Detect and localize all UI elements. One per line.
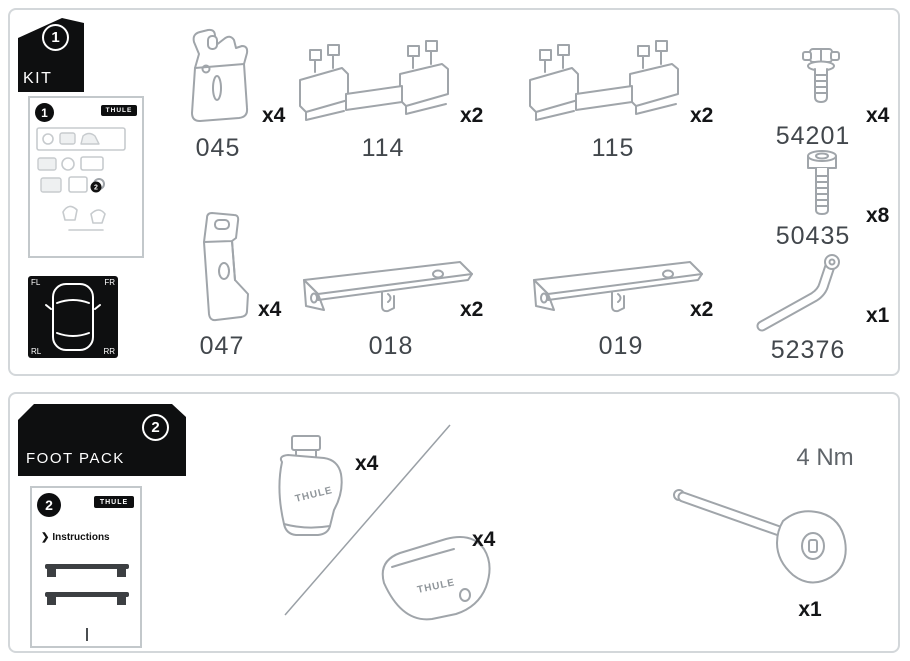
footpack-title: FOOT PACK: [26, 450, 125, 467]
footpack-manual-card: 2 THULE ❯ Instructions: [30, 486, 142, 648]
footpack-step-badge: 2: [142, 414, 169, 441]
part-045-number: 045: [195, 134, 241, 162]
manual-art-icon: [36, 127, 126, 231]
part-50435-qty: x8: [866, 204, 890, 227]
part-018-icon: [303, 261, 473, 313]
part-114-number: 114: [361, 134, 405, 162]
car-label-rl: RL: [31, 347, 42, 356]
part-047-qty: x4: [258, 298, 282, 321]
torque-key-qty: x1: [798, 598, 822, 621]
part-52376-number: 52376: [770, 336, 846, 364]
thule-logo: THULE: [101, 105, 137, 116]
part-50435-number: 50435: [775, 222, 851, 250]
car-label-fr: FR: [104, 278, 115, 287]
torque-value: 4 Nm: [796, 444, 854, 471]
torque-key-icon: [673, 489, 847, 584]
part-019-number: 019: [598, 332, 644, 360]
diagonal-divider: [284, 424, 451, 616]
part-047-icon: [203, 212, 249, 322]
chevron-right-icon: ❯: [41, 532, 50, 543]
instructions-label: Instructions: [52, 532, 110, 543]
car-label-rr: RR: [103, 347, 115, 356]
car-position-diagram: FL FR RL RR: [28, 276, 118, 358]
part-019-icon: [533, 261, 703, 313]
kit-section: 1 KIT 1 THULE: [8, 8, 900, 376]
foot-cover-icon: THULE: [381, 536, 491, 621]
part-045-qty: x4: [262, 104, 286, 127]
part-115-icon: [529, 40, 679, 121]
part-045-icon: [191, 28, 249, 122]
foot-cover-qty: x4: [472, 528, 496, 551]
part-115-number: 115: [591, 134, 635, 162]
footpack-box: 2 FOOT PACK: [14, 400, 190, 478]
part-54201-qty: x4: [866, 104, 890, 127]
part-018-qty: x2: [460, 298, 484, 321]
kit-title: KIT: [23, 70, 53, 87]
manual-step2-marker-icon: 2: [90, 181, 102, 193]
footpack-section: 2 FOOT PACK 2 THULE ❯ Instructions: [8, 392, 900, 653]
thule-logo: THULE: [94, 496, 134, 508]
load-bars-icon: [45, 564, 129, 605]
part-52376-qty: x1: [866, 304, 890, 327]
part-50435-icon: [807, 150, 837, 215]
part-114-icon: [299, 40, 449, 121]
car-top-view-icon: [45, 283, 101, 351]
part-047-number: 047: [199, 332, 245, 360]
manual-step-badge: 2: [37, 493, 61, 517]
kit-box: 1 KIT: [14, 14, 88, 94]
part-54201-icon: [802, 48, 840, 103]
svg-text:2: 2: [94, 185, 98, 192]
part-114-qty: x2: [460, 104, 484, 127]
part-018-number: 018: [368, 332, 414, 360]
part-52376-icon: [756, 254, 840, 332]
foot-body-icon: THULE: [278, 435, 343, 536]
car-label-fl: FL: [31, 278, 41, 287]
instructions-row: ❯ Instructions: [41, 532, 110, 543]
manual-step-badge: 1: [35, 103, 54, 122]
foot-body-qty: x4: [355, 452, 379, 475]
part-115-qty: x2: [690, 104, 714, 127]
kit-manual-card: 1 THULE 2: [28, 96, 144, 258]
part-019-qty: x2: [690, 298, 714, 321]
part-54201-number: 54201: [775, 122, 851, 150]
manual-tick-mark: [86, 628, 88, 641]
kit-step-badge: 1: [42, 24, 69, 51]
